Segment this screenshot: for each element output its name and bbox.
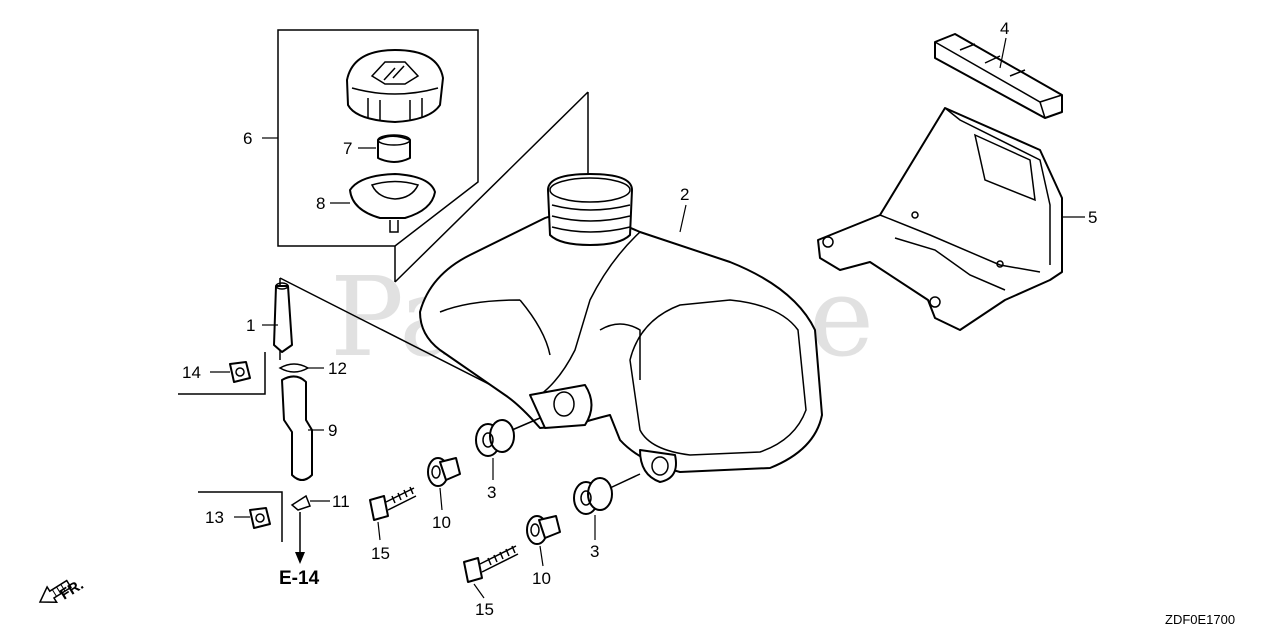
front-direction-arrow <box>38 579 72 603</box>
fuel-tube <box>281 375 313 481</box>
callout-15b: 15 <box>475 600 494 619</box>
callout-14: 14 <box>182 363 201 382</box>
clamp-13 <box>249 507 271 529</box>
callout-15a: 15 <box>371 544 390 563</box>
callout-10a: 10 <box>432 513 451 532</box>
callout-13: 13 <box>205 508 224 527</box>
leader-15b <box>473 583 485 599</box>
bolt-15-a <box>369 486 417 521</box>
grommet-3-b <box>573 477 613 515</box>
cap-gasket <box>349 173 436 233</box>
collar-10-b <box>526 515 561 545</box>
leader-10a <box>439 487 443 511</box>
front-direction-label: FR. <box>57 576 87 603</box>
callout-6: 6 <box>243 129 252 148</box>
callout-11: 11 <box>332 492 350 511</box>
callout-10b: 10 <box>532 569 551 588</box>
callout-5: 5 <box>1088 208 1097 227</box>
bolt-15-b <box>463 545 519 583</box>
leader-15a <box>377 521 381 541</box>
leader-4 <box>999 37 1007 69</box>
fuel-strainer <box>273 282 293 353</box>
callout-9: 9 <box>328 421 337 440</box>
callout-2: 2 <box>680 185 689 204</box>
tank-bracket <box>817 107 1063 331</box>
drawing-code: ZDF0E1700 <box>1165 612 1235 627</box>
reference-label: E-14 <box>279 568 320 589</box>
collar-10-a <box>427 457 461 487</box>
leader-2 <box>679 204 687 233</box>
callout-8: 8 <box>316 194 325 213</box>
clamp-13-bracket <box>198 491 283 542</box>
clip-12 <box>278 363 310 373</box>
callout-12: 12 <box>328 359 347 378</box>
cap-filter <box>377 134 411 163</box>
fuel-cap <box>346 49 444 123</box>
clip-11 <box>290 494 311 511</box>
rubber-pad <box>934 33 1063 119</box>
callout-1: 1 <box>246 316 255 335</box>
leader-10b <box>539 545 544 567</box>
callout-4: 4 <box>1000 19 1009 38</box>
ref-arrowhead <box>295 552 305 564</box>
clamp-14 <box>229 361 251 383</box>
callout-3a: 3 <box>487 483 496 502</box>
mount-b-axis <box>609 473 641 489</box>
mount-a-axis <box>511 417 541 431</box>
callout-3b: 3 <box>590 542 599 561</box>
clamp-14-bracket <box>178 352 266 395</box>
group-box-cap <box>277 29 479 247</box>
callout-7: 7 <box>343 139 352 158</box>
grommet-3-a <box>475 419 515 457</box>
fuel-tank <box>419 173 823 483</box>
